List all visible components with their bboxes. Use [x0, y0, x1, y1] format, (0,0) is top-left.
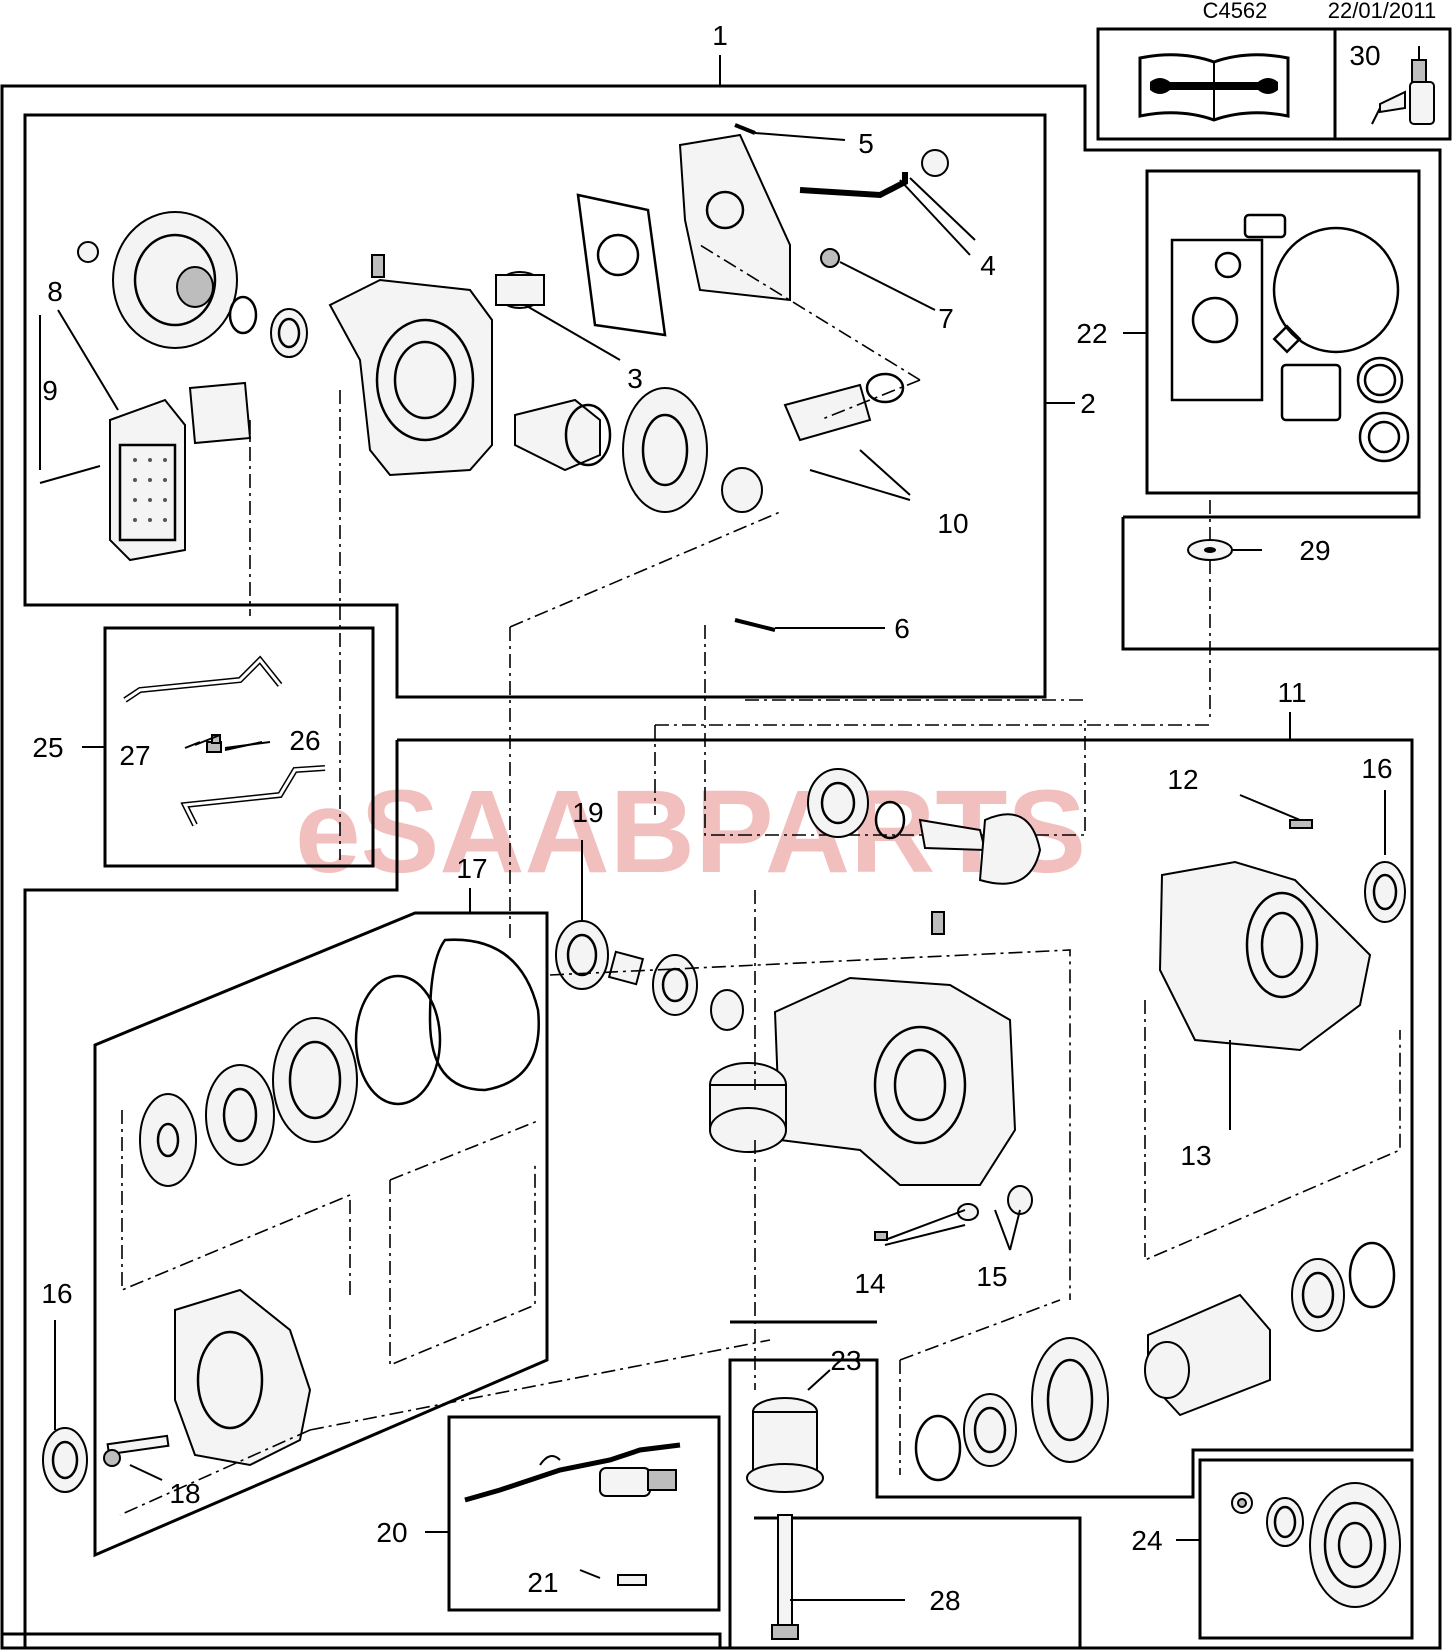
callout-15: 15	[976, 1261, 1007, 1292]
box-bolt-28	[754, 1516, 1082, 1648]
callout-6: 6	[894, 613, 910, 644]
callout-25: 25	[32, 732, 63, 763]
leader-lines	[39, 132, 1386, 1601]
callout-4: 4	[980, 250, 996, 281]
callout-10: 10	[937, 508, 968, 539]
callout-19: 19	[572, 797, 603, 828]
seal-kit-24-parts	[1231, 1482, 1401, 1608]
callout-11: 11	[1277, 677, 1306, 708]
callout-29: 29	[1299, 535, 1330, 566]
callout-16-upper: 16	[1361, 753, 1392, 784]
callout-30: 30	[1349, 40, 1380, 71]
manual-book-wrench-icon	[1138, 53, 1290, 122]
callout-8: 8	[47, 276, 63, 307]
callout-26: 26	[289, 725, 320, 756]
differential-parts	[555, 768, 1406, 1640]
callout-24: 24	[1131, 1525, 1162, 1556]
callout-16-lower: 16	[41, 1278, 72, 1309]
callout-2: 2	[1080, 388, 1096, 419]
callout-22: 22	[1076, 318, 1107, 349]
pipes-25-parts	[123, 655, 326, 827]
callout-9: 9	[42, 375, 58, 406]
diagram-date: 22/01/2011	[1328, 0, 1436, 23]
callout-13: 13	[1180, 1140, 1211, 1171]
diagram-code: C4562	[1203, 0, 1268, 23]
upper-assembly-parts	[39, 123, 949, 632]
callout-1: 1	[712, 20, 728, 51]
callout-7: 7	[938, 303, 954, 334]
callout-3: 3	[627, 363, 643, 394]
box-housing-17	[93, 911, 549, 1558]
callout-20: 20	[376, 1517, 407, 1548]
callout-28: 28	[929, 1585, 960, 1616]
callout-18: 18	[169, 1478, 200, 1509]
outer-assembly-frame	[0, 84, 1442, 1650]
callout-5: 5	[858, 128, 874, 159]
callout-21: 21	[527, 1567, 558, 1598]
sealant-tube-icon	[1371, 46, 1435, 125]
housing-17-parts	[42, 938, 540, 1493]
callout-23: 23	[830, 1345, 861, 1376]
box-washer-29	[1121, 493, 1440, 651]
callout-17: 17	[456, 853, 487, 884]
callout-12: 12	[1167, 764, 1198, 795]
box-wiring-20	[447, 1415, 721, 1612]
callout-labels: 1 2 3 4 5 6 7 8 9 10 11 12 13 14 15 16 1…	[32, 20, 1392, 1616]
gasket-kit-parts	[1170, 213, 1410, 463]
box-upper-assembly	[23, 113, 1047, 699]
callout-14: 14	[854, 1268, 885, 1299]
callout-27: 27	[119, 740, 150, 771]
box-seal-kit-24	[1198, 1458, 1414, 1640]
box-rear-differential	[2, 738, 1414, 1650]
header-icon-box	[1096, 27, 1452, 141]
wiring-20-parts	[464, 1442, 681, 1586]
